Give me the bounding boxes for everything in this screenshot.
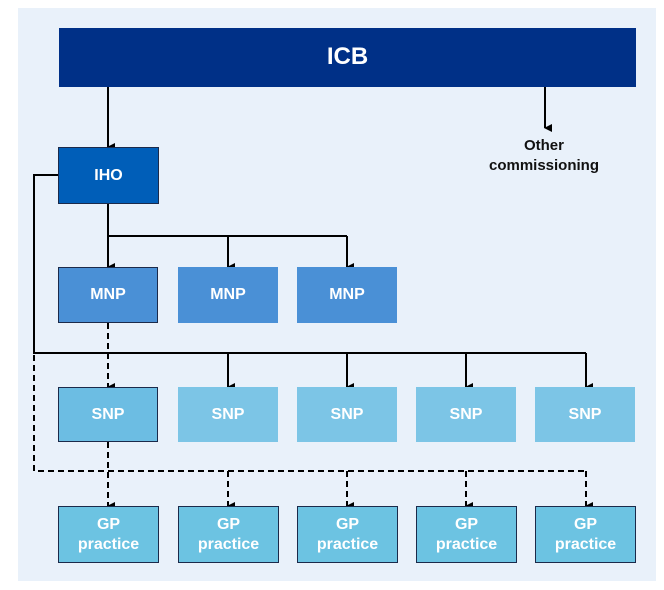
gp-label-line2: practice [435,535,498,553]
other-label-line1: Other [523,137,564,154]
mnp-label: MNP [210,286,246,304]
gp-label-line1: GP [335,516,360,534]
gp-label-line1: GP [573,516,598,534]
mnp-label: MNP [329,286,365,304]
iho-label: IHO [94,166,123,184]
other-label-line2: commissioning [488,156,600,174]
mnp-label: MNP [90,286,126,304]
snp-label: SNP [449,405,483,423]
snp-box: SNP [535,387,635,442]
other-commissioning-label: Other commissioning [474,136,614,175]
gp-label-line2: practice [197,535,260,553]
mnp-box: MNP [178,267,278,323]
iho-box: IHO [58,147,159,204]
snp-box: SNP [178,387,278,442]
icb-label: ICB [326,43,369,71]
gp-label-line1: GP [454,516,479,534]
gp-label-line2: practice [554,535,617,553]
mnp-box: MNP [58,267,158,323]
gp-label-line2: practice [77,535,140,553]
dashed-connector-gp-bus [33,175,586,472]
gp-label-line2: practice [316,535,379,553]
snp-label: SNP [330,405,364,423]
icb-box: ICB [59,28,636,87]
snp-label: SNP [91,405,125,423]
snp-box: SNP [58,387,158,442]
snp-box: SNP [416,387,516,442]
snp-label: SNP [568,405,602,423]
snp-box: SNP [297,387,397,442]
gp-label-line1: GP [96,516,121,534]
snp-label: SNP [211,405,245,423]
gp-label-line1: GP [216,516,241,534]
connector-iho-snp-bus [33,174,586,354]
mnp-box: MNP [297,267,397,323]
